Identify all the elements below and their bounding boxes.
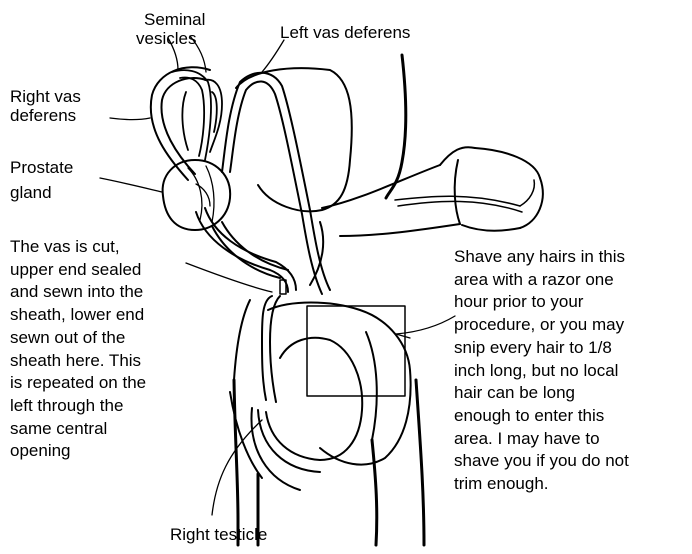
label-prostate-gland-line2: gland (10, 183, 52, 202)
note-vas-cut-line: left through the (10, 395, 146, 418)
note-vas-cut: The vas is cut, upper end sealed and sew… (10, 236, 146, 463)
note-shave-line: hour prior to your (454, 291, 629, 314)
label-right-vas-deferens: Right vas deferens (10, 87, 81, 125)
note-vas-cut-line: sheath here. This (10, 350, 146, 373)
leader-lines (100, 36, 455, 515)
note-vas-cut-line: opening (10, 440, 146, 463)
bladder-outline (236, 68, 352, 211)
shave-area-box (307, 306, 405, 396)
note-vas-cut-line: same central (10, 418, 146, 441)
note-shave-line: hair can be long (454, 382, 629, 405)
note-vas-cut-line: is repeated on the (10, 372, 146, 395)
note-shave-line: snip every hair to 1/8 (454, 337, 629, 360)
note-vas-cut-line: sewn out of the (10, 327, 146, 350)
seminal-vesicles-drawing (172, 70, 222, 160)
note-vas-cut-line: and sewn into the (10, 281, 146, 304)
note-shave-line: procedure, or you may (454, 314, 629, 337)
note-shave-line: Shave any hairs in this (454, 246, 629, 269)
label-right-vas-deferens-line1: Right vas (10, 87, 81, 106)
label-prostate-gland: Prostate gland (10, 158, 73, 202)
right-vas-deferens-drawing (151, 67, 296, 292)
note-shave-line: area with a razor one (454, 269, 629, 292)
label-right-vas-deferens-line2: deferens (10, 106, 76, 125)
body-back-outline (386, 55, 406, 198)
note-shave-line: trim enough. (454, 473, 629, 496)
penis-drawing (322, 147, 543, 236)
note-shave-line: enough to enter this (454, 405, 629, 428)
note-shave-line: area. I may have to (454, 428, 629, 451)
note-vas-cut-line: upper end sealed (10, 259, 146, 282)
label-right-testicle: Right testicle (170, 525, 267, 544)
label-seminal-vesicles: Seminal vesicles (144, 10, 205, 48)
note-shave-line: inch long, but no local (454, 360, 629, 383)
groin-outline (310, 222, 323, 285)
label-seminal-vesicles-line2: vesicles (136, 29, 196, 48)
note-vas-cut-line: The vas is cut, (10, 236, 146, 259)
note-shave: Shave any hairs in this area with a razo… (454, 246, 629, 496)
note-shave-line: shave you if you do not (454, 450, 629, 473)
prostate-gland-drawing (163, 160, 231, 230)
left-vas-deferens-drawing (222, 73, 330, 294)
note-vas-cut-line: sheath, lower end (10, 304, 146, 327)
spermatic-cord-drawing (234, 296, 280, 402)
label-prostate-gland-line1: Prostate (10, 158, 73, 177)
label-left-vas-deferens: Left vas deferens (280, 23, 410, 42)
label-seminal-vesicles-line1: Seminal (144, 10, 205, 29)
vas-tube-drawing (212, 222, 288, 278)
